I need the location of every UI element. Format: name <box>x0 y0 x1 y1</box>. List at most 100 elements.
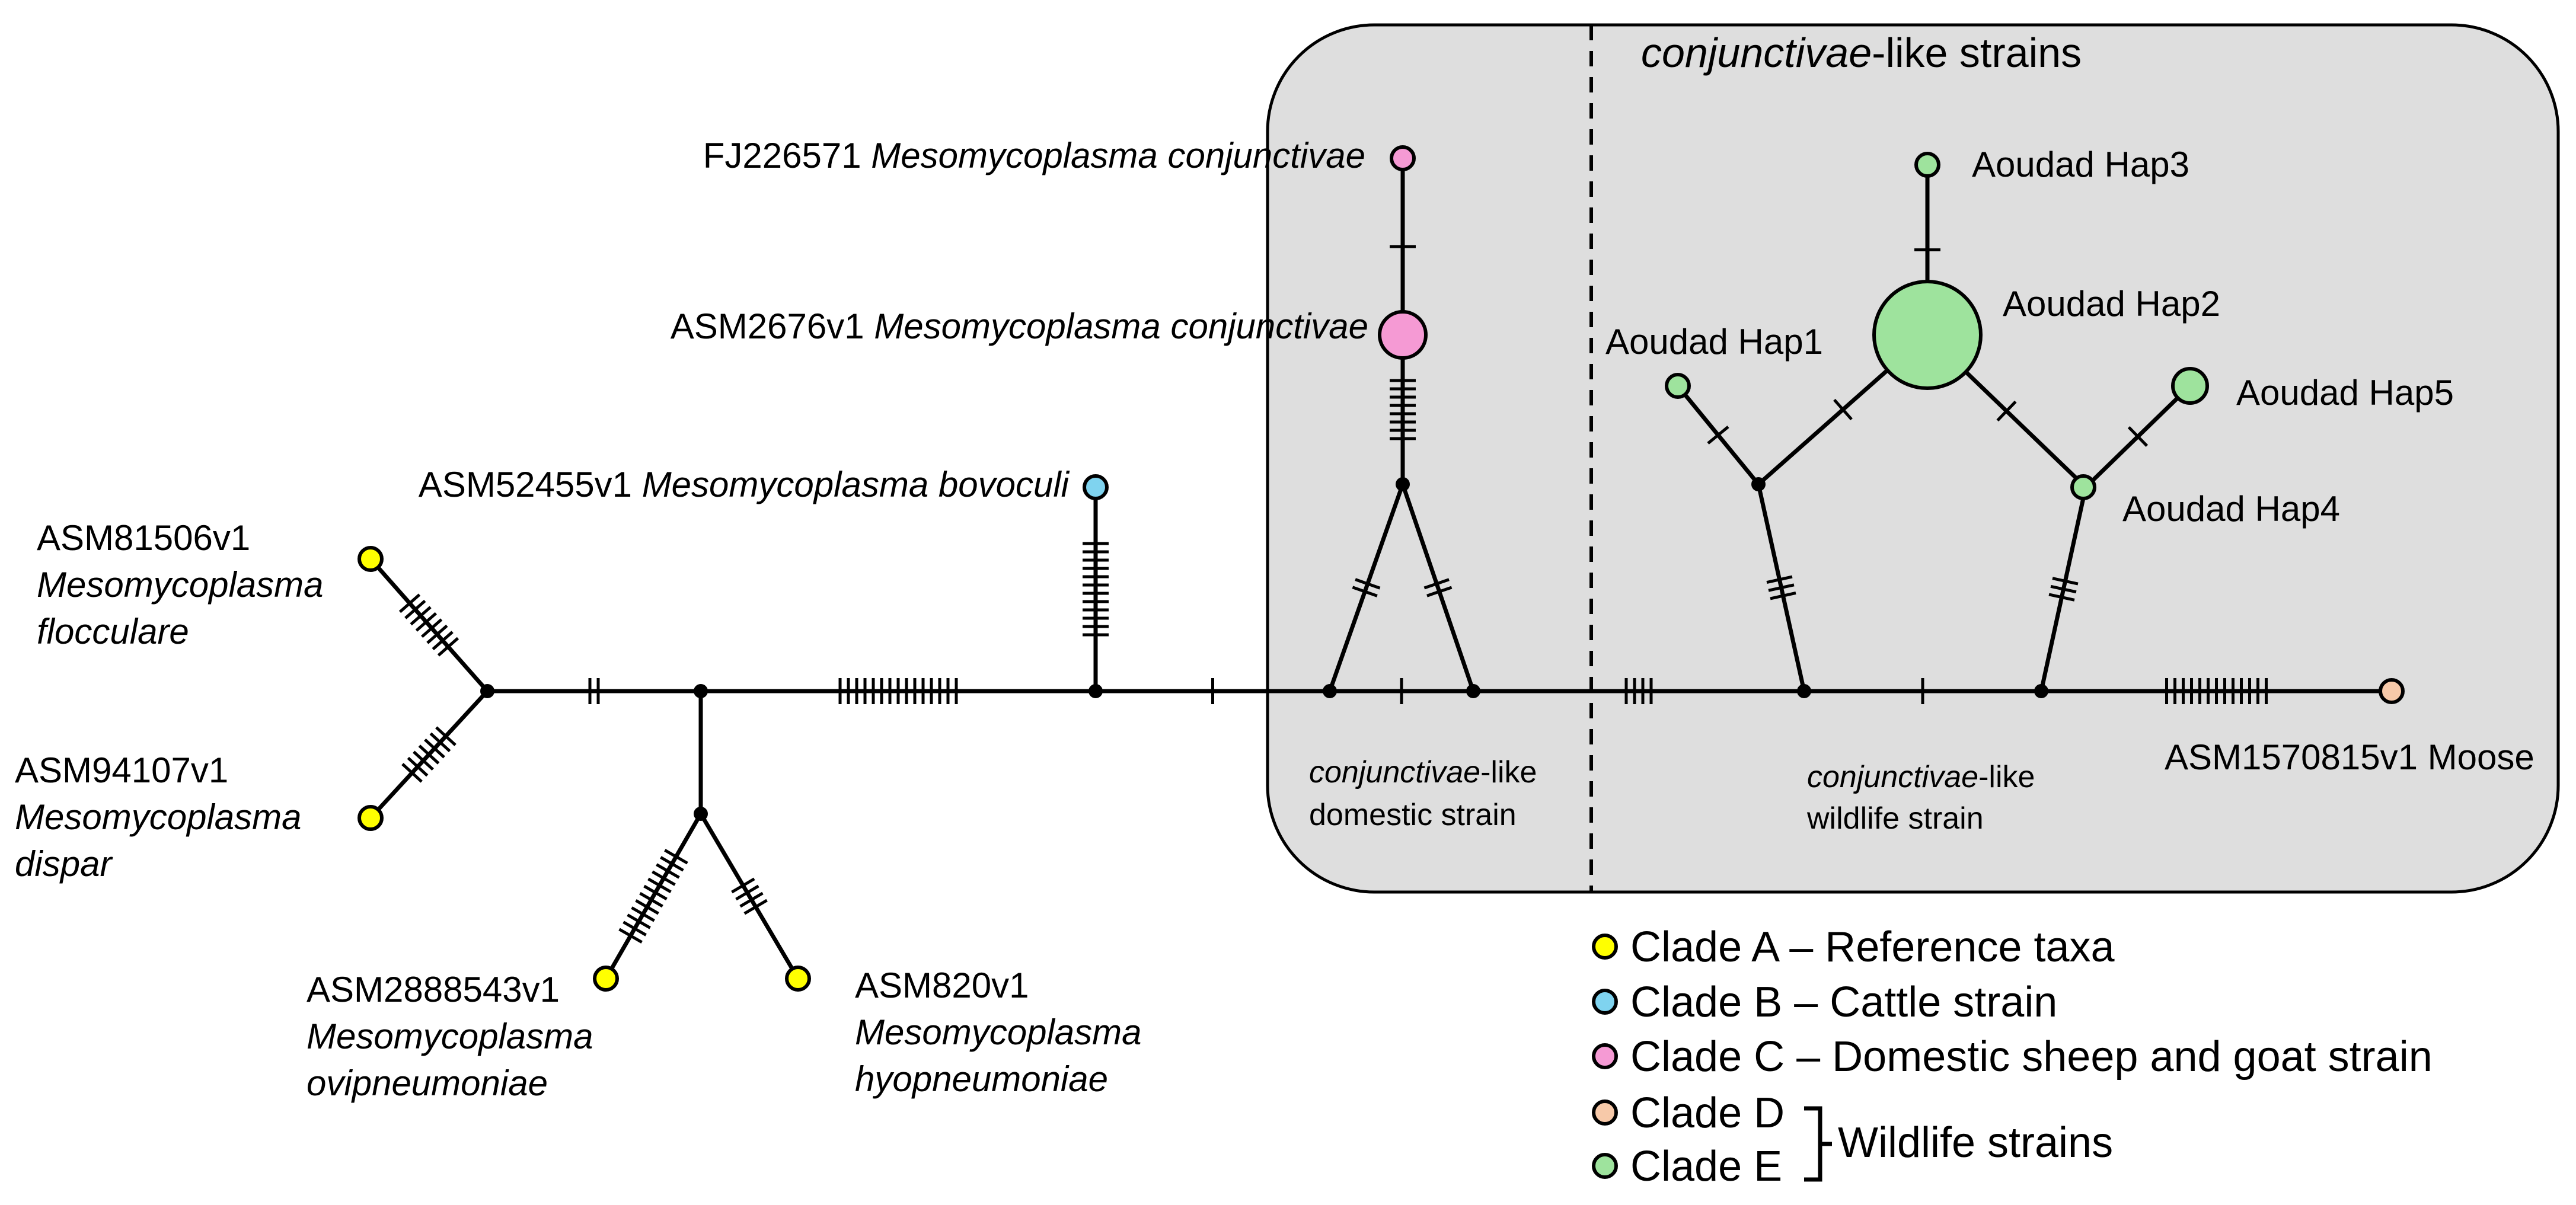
edge-b2-a5 <box>1400 483 1476 692</box>
label-asm81506-acc: ASM81506v1 <box>37 518 250 558</box>
node-ovi <box>593 966 619 992</box>
median-vector-a3 <box>1089 684 1103 698</box>
label-hap1: Aoudad Hap1 <box>1605 322 1823 362</box>
label-asm81506-genus: Mesomycoplasma <box>37 565 324 605</box>
mutation-tick <box>731 877 755 894</box>
mutation-tick <box>631 906 655 922</box>
mutation-tick <box>739 891 764 908</box>
node-fj <box>1390 145 1416 171</box>
node-hap1 <box>1665 373 1691 399</box>
mutation-tick <box>401 763 423 783</box>
edge-b1-ovi <box>604 813 703 980</box>
label-asm2888543-acc: ASM2888543v1 <box>307 970 560 1009</box>
legend-marker-clade-a <box>1592 934 1618 960</box>
label-asm94107-genus: Mesomycoplasma <box>15 797 302 837</box>
node-hap5 <box>2171 367 2209 405</box>
median-vector-a4 <box>1323 684 1337 698</box>
median-vector-b2 <box>1396 477 1410 491</box>
legend-marker-clade-c <box>1592 1043 1618 1069</box>
mutation-tick <box>410 606 432 626</box>
mutation-tick <box>404 599 426 619</box>
node-moose <box>2379 678 2405 704</box>
mutation-tick <box>407 756 429 777</box>
mutation-tick <box>1833 398 1853 421</box>
mutation-tick <box>652 870 676 886</box>
edge-a4-b2 <box>1327 483 1405 692</box>
mutation-tick <box>735 884 759 901</box>
mutation-tick <box>424 738 445 759</box>
mutation-tick <box>1426 586 1453 597</box>
mutation-tick <box>1770 591 1796 600</box>
node-hap4 <box>2070 474 2096 500</box>
median-vector-b3 <box>1751 477 1766 491</box>
mutation-tick <box>647 877 672 893</box>
mutation-tick <box>426 624 448 644</box>
mutation-tick <box>2052 577 2079 586</box>
mutation-tick <box>1768 583 1795 592</box>
mutation-tick <box>432 631 454 651</box>
label-hap3: Aoudad Hap3 <box>1972 145 2189 184</box>
legend-label-clade-d: Clade D <box>1630 1089 1785 1137</box>
label-asm94107-species: dispar <box>15 844 113 884</box>
median-vector-a1 <box>480 684 494 698</box>
mutation-tick <box>415 612 438 632</box>
median-vector-a5 <box>1466 684 1480 698</box>
mutation-tick <box>1352 586 1378 597</box>
legend-marker-clade-b <box>1592 989 1618 1015</box>
label-asm81506-species: flocculare <box>37 612 189 651</box>
label-asm820-acc: ASM820v1 <box>855 966 1029 1005</box>
wildlife-strain-label-line2: wildlife strain <box>1806 801 1984 836</box>
mutation-tick <box>618 928 643 944</box>
mutation-tick <box>2048 593 2075 602</box>
label-hap2: Aoudad Hap2 <box>2003 284 2220 324</box>
wildlife-bracket <box>1804 1106 1832 1182</box>
mutation-tick <box>418 744 440 765</box>
region-title: conjunctivae-like strains <box>1641 30 2082 76</box>
node-bovoculi <box>1083 474 1109 500</box>
mutation-tick <box>660 856 684 872</box>
mutation-tick <box>639 891 663 908</box>
mutation-tick <box>743 899 768 915</box>
legend-label-clade-c: Clade C – Domestic sheep and goat strain <box>1630 1033 2433 1081</box>
mutation-tick <box>643 884 668 901</box>
mutation-ticks <box>398 245 2268 944</box>
legend-label-clade-b: Clade B – Cattle strain <box>1630 979 2057 1026</box>
label-asm52455: ASM52455v1 Mesomycoplasma bovoculi <box>419 465 1070 504</box>
legend-marker-clade-e <box>1592 1153 1618 1179</box>
label-hap5: Aoudad Hap5 <box>2236 373 2454 413</box>
mutation-tick <box>623 920 647 936</box>
legend-marker-clade-d <box>1592 1099 1618 1126</box>
mutation-tick <box>1355 578 1381 590</box>
mutation-tick <box>656 863 680 879</box>
mutation-tick <box>429 732 451 753</box>
node-dispar <box>357 805 384 831</box>
mutation-tick <box>1707 426 1729 445</box>
mutation-tick <box>664 849 688 865</box>
mutation-tick <box>2050 584 2077 594</box>
label-fj226571: FJ226571 Mesomycoplasma conjunctivae <box>703 136 1365 175</box>
node-hyo <box>785 966 811 992</box>
label-hap4: Aoudad Hap4 <box>2122 489 2340 529</box>
node-asm2676 <box>1378 310 1428 360</box>
mutation-tick <box>435 726 457 746</box>
mutation-tick <box>398 593 421 613</box>
node-flocculare <box>357 546 384 572</box>
legend-label-clade-a: Clade A – Reference taxa <box>1630 923 2115 971</box>
mutation-tick <box>635 899 659 915</box>
median-vector-a2 <box>694 684 708 698</box>
network-nodes <box>357 145 2405 992</box>
mutation-tick <box>420 618 443 638</box>
mutation-tick <box>1423 578 1450 590</box>
mutation-tick <box>437 637 459 657</box>
label-asm94107-acc: ASM94107v1 <box>15 750 228 790</box>
median-vector-a7 <box>2034 684 2048 698</box>
label-asm2676: ASM2676v1 Mesomycoplasma conjunctivae <box>671 306 1368 346</box>
node-hap3 <box>1914 152 1940 178</box>
label-asm2888543-species: ovipneumoniae <box>307 1063 548 1103</box>
legend-label-clade-e: Clade E <box>1630 1143 1782 1190</box>
median-vector-b1 <box>694 807 708 821</box>
median-vector-a6 <box>1797 684 1811 698</box>
mutation-tick <box>413 750 434 771</box>
label-asm820-genus: Mesomycoplasma <box>855 1012 1142 1052</box>
